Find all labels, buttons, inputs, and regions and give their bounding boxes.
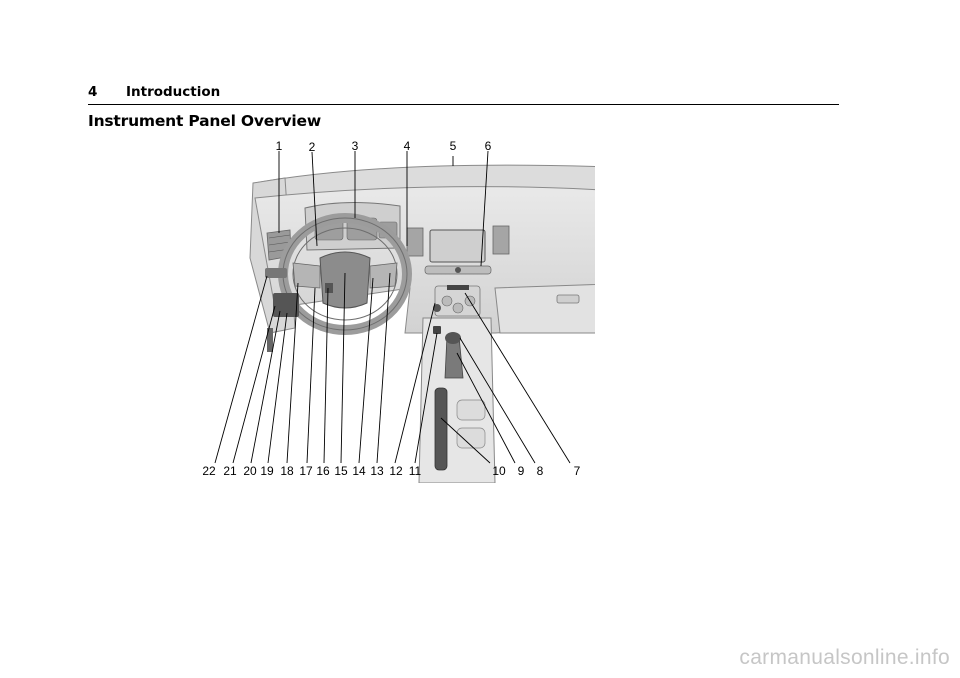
- callout-label: 20: [243, 464, 257, 478]
- dashboard-drawing: 1 2 3 4 5 6 22 21 20 19 18 17 16 15 14 1…: [202, 139, 595, 483]
- callout-label: 17: [299, 464, 313, 478]
- callout-label: 8: [537, 464, 544, 478]
- callout-label: 11: [409, 464, 422, 478]
- callout-label: 19: [260, 464, 274, 478]
- callout-label: 16: [316, 464, 330, 478]
- callout-label: 10: [492, 464, 506, 478]
- callout-label: 21: [223, 464, 237, 478]
- callout-label: 5: [450, 139, 457, 153]
- page-header: 4 Introduction: [88, 84, 839, 105]
- callout-label: 13: [370, 464, 384, 478]
- callout-label: 4: [404, 139, 411, 153]
- callout-label: 6: [485, 139, 492, 153]
- center-left-vent: [406, 227, 424, 257]
- callout-label: 2: [309, 140, 316, 154]
- callout-label: 9: [518, 464, 525, 478]
- callout-label: 12: [389, 464, 403, 478]
- chapter-title: Introduction: [126, 84, 221, 100]
- center-storage: [434, 387, 448, 471]
- callout-label: 1: [276, 139, 283, 153]
- infotainment-screen: [429, 229, 486, 263]
- section-title: Instrument Panel Overview: [88, 112, 321, 130]
- instrument-panel-illustration: 1 2 3 4 5 6 22 21 20 19 18 17 16 15 14 1…: [195, 138, 595, 483]
- callout-label: 3: [352, 139, 359, 153]
- callout-label: 7: [574, 464, 581, 478]
- headlamp-switch: [265, 268, 287, 278]
- center-right-vent: [492, 225, 510, 255]
- callout-label: 15: [334, 464, 348, 478]
- glovebox: [494, 284, 595, 334]
- lower-left-panel: [273, 293, 299, 317]
- watermark: carmanualsonline.info: [739, 646, 950, 669]
- callout-label: 14: [352, 464, 366, 478]
- callout-label: 22: [202, 464, 216, 478]
- glovebox-handle: [556, 294, 580, 304]
- page-number: 4: [88, 84, 98, 100]
- callout-label: 18: [280, 464, 294, 478]
